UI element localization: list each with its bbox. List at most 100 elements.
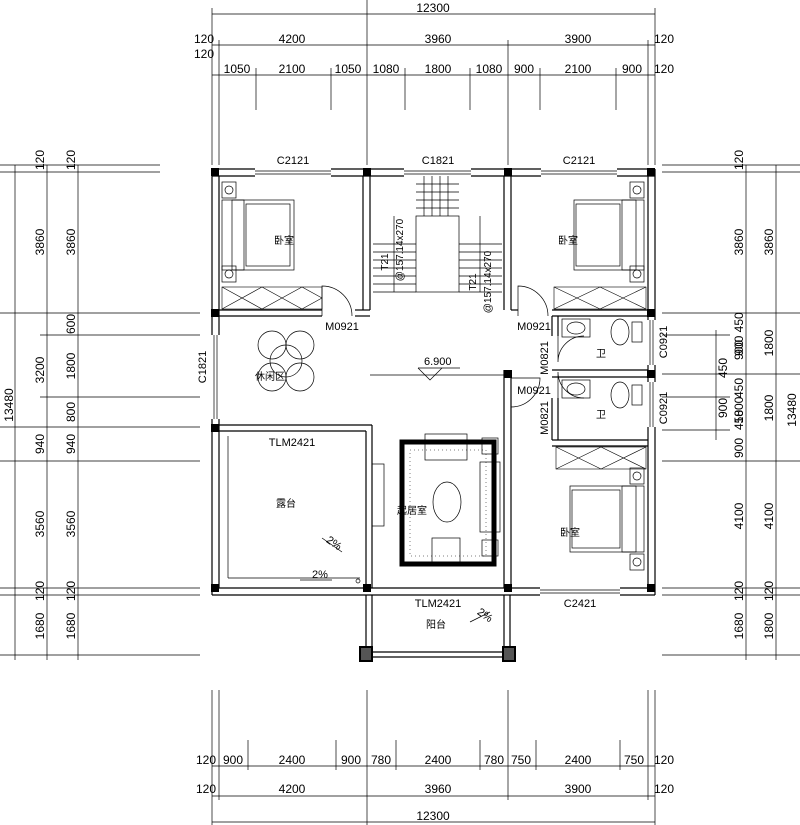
right-outer-dim: 450 [716, 358, 730, 378]
slope-arrows [300, 537, 491, 623]
bottom-fine-dim: 900 [223, 753, 243, 767]
door-labels: M0921 M0921 M0821 M0921 M0821 TLM2421 TL… [269, 321, 551, 610]
stairs [373, 176, 502, 293]
room-labels: 卧室 卧室 卧室 卫 卫 休闲区 露台 起居室 阳台 [255, 234, 606, 631]
bottom-fine-dim: 2400 [565, 753, 592, 767]
left-inner-dim: 600 [64, 314, 78, 334]
window-label: C2421 [564, 598, 596, 610]
room-name: 起居室 [397, 504, 427, 517]
top-dimensions: 12300 120 4200 3960 3900 120 120 1050 21… [194, 0, 674, 165]
right-small-dim: 900 [732, 438, 746, 458]
left-outer-dim: 3200 [33, 356, 47, 383]
left-inner-dim: 1680 [64, 612, 78, 639]
balcony [365, 595, 511, 658]
bottom-fine-dim: 750 [511, 753, 531, 767]
top-fine-dim: 900 [622, 62, 642, 76]
top-fine-dim: 1080 [476, 62, 503, 76]
window-label: C0921 [658, 326, 670, 358]
left-total-dim: 13480 [2, 388, 16, 422]
left-dimensions: 13480 120 3860 3200 940 3560 120 1680 12… [0, 150, 200, 660]
right-inner-dim: 1800 [762, 612, 776, 639]
slope-label: 2% [324, 534, 344, 553]
left-inner-dim: 3860 [64, 228, 78, 255]
columns [211, 168, 655, 662]
left-outer-dim: 940 [33, 434, 47, 454]
top-mid-dim: 120 [654, 32, 674, 46]
bottom-mid-dim: 120 [196, 782, 216, 796]
room-name: 休闲区 [255, 370, 285, 383]
bottom-mid-dim: 3900 [565, 782, 592, 796]
right-outer-dim: 120 [732, 581, 746, 601]
top-mid-dim: 3900 [565, 32, 592, 46]
bottom-fine-dim: 120 [196, 753, 216, 767]
left-inner-dim: 800 [64, 402, 78, 422]
right-inner-dim: 1800 [762, 329, 776, 356]
bottom-dimensions: 120 900 2400 900 780 2400 780 750 2400 7… [196, 690, 674, 825]
top-mid-extra-dim: 120 [194, 47, 214, 61]
top-fine-dim: 900 [514, 62, 534, 76]
room-name: 卫 [596, 349, 606, 360]
bed-2 [573, 181, 645, 283]
bottom-fine-dim: 120 [654, 753, 674, 767]
door-label: TLM2421 [269, 437, 315, 449]
room-name: 卫 [596, 410, 606, 421]
door-label: TLM2421 [415, 598, 461, 610]
top-mid-dim: 4200 [279, 32, 306, 46]
door-label: M0921 [517, 321, 551, 333]
right-small-dim: 900 [732, 340, 746, 360]
slope-label: 2% [475, 606, 495, 625]
door-label: M0921 [325, 321, 359, 333]
room-name: 卧室 [560, 526, 580, 539]
window-label: C1821 [422, 155, 454, 167]
left-outer-dim: 3560 [33, 510, 47, 537]
stair-label: T21 [380, 253, 391, 271]
window-label: C2121 [563, 155, 595, 167]
walls [211, 168, 656, 596]
window-label: C0921 [658, 392, 670, 424]
right-outer-dim: 900 450 [732, 312, 746, 356]
bottom-fine-dim: 900 [341, 753, 361, 767]
right-inner-dim: 120 [762, 581, 776, 601]
stair-labels: T21 @157.14x270 T21 @157.14x270 [380, 218, 494, 313]
bottom-mid-dim: 120 [654, 782, 674, 796]
elevation-label: 6.900 [424, 356, 452, 368]
stair-label: @157.14x270 [395, 218, 406, 281]
window-labels: C2121 C1821 C2121 C1821 C0921 C0921 C242… [197, 155, 670, 610]
left-outer-dim: 1680 [33, 612, 47, 639]
right-outer-dim: 4100 [732, 502, 746, 529]
room-name: 卧室 [274, 234, 294, 247]
right-outer-dim: 3860 [732, 228, 746, 255]
top-mid-dim: 3960 [425, 32, 452, 46]
left-inner-dim: 120 [64, 150, 78, 170]
bath-fixtures [561, 318, 643, 409]
top-fine-dim: 2100 [565, 62, 592, 76]
slope-label: 2% [312, 569, 328, 581]
right-outer-dim: 1680 [732, 612, 746, 639]
window-label: C1821 [197, 351, 209, 383]
left-inner-dim: 3560 [64, 510, 78, 537]
living-furniture [371, 433, 501, 567]
top-fine-dim: 1050 [335, 62, 362, 76]
right-inner-dim: 3860 [762, 228, 776, 255]
elevation-marker: 6.900 [417, 356, 460, 381]
right-inner-dim: 4100 [762, 502, 776, 529]
room-name: 卧室 [558, 234, 578, 247]
top-total-dim: 12300 [416, 1, 450, 15]
bottom-fine-dim: 2400 [425, 753, 452, 767]
right-total-dim: 13480 [785, 393, 799, 427]
top-fine-dim: 2100 [279, 62, 306, 76]
bottom-total-dim: 12300 [416, 809, 450, 823]
bottom-fine-dim: 2400 [279, 753, 306, 767]
stair-label: @157.14x270 [483, 250, 494, 313]
bottom-fine-dim: 780 [371, 753, 391, 767]
top-fine-dim: 1050 [224, 62, 251, 76]
door-label: M0821 [539, 341, 551, 375]
bottom-fine-dim: 780 [484, 753, 504, 767]
wardrobes [221, 286, 647, 470]
bed-1 [221, 181, 295, 283]
right-outer-dim: 120 [732, 150, 746, 170]
right-small-dim: 450 [732, 410, 746, 430]
door-label: M0821 [539, 401, 551, 435]
bottom-mid-dim: 3960 [425, 782, 452, 796]
